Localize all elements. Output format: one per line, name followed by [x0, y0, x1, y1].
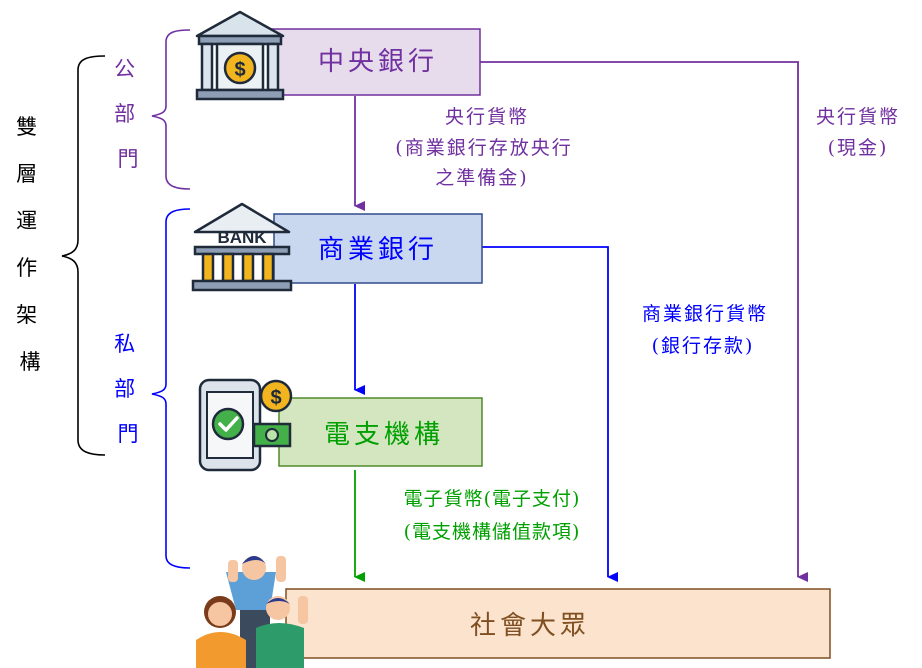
flow-cb-public-line2: (現金) [828, 137, 889, 159]
outer-title-char-4: 作 [16, 256, 37, 280]
arrow-bank-to-public [482, 246, 618, 582]
public-brace [151, 29, 191, 190]
flow-epay-public-line1: 電子貨幣(電子支付) [404, 488, 581, 510]
private-sector-char-1: 私 [114, 332, 135, 356]
public-box [285, 588, 831, 659]
flow-cb-public-line1: 央行貨幣 [816, 106, 900, 128]
outer-title: 雙 層 運 作 架 構 [16, 115, 44, 374]
outer-title-char-3: 運 [16, 209, 37, 233]
outer-title-char-1: 雙 [16, 115, 37, 139]
commercial-bank-box [273, 213, 483, 284]
arrow-central-to-public [480, 61, 808, 582]
flow-label-central-to-bank: 央行貨幣 (商業銀行存放央行 之準備金) [395, 106, 572, 189]
mobile-payment-icon: $ [198, 378, 293, 472]
public-label: 社會大眾 [470, 611, 590, 641]
flow-bank-public-line2: (銀行存款) [652, 335, 755, 357]
private-sector-label: 私 部 門 [114, 332, 142, 446]
people-cheering-icon [196, 556, 308, 668]
epayment-box [278, 397, 483, 467]
public-sector-label: 公 部 門 [114, 57, 142, 171]
public-sector-char-3: 門 [118, 147, 139, 171]
bank-icon-text: BANK [217, 228, 267, 247]
outer-brace [61, 55, 106, 456]
outer-title-char-2: 層 [16, 162, 37, 186]
central-bank-label: 中央銀行 [318, 47, 438, 77]
outer-title-char-6: 構 [20, 350, 41, 374]
private-sector-char-2: 部 [114, 377, 135, 401]
epay-coin-symbol: $ [270, 387, 281, 409]
private-sector-char-3: 門 [118, 422, 139, 446]
private-brace [151, 208, 191, 569]
central-bank-coin-symbol: $ [234, 59, 245, 81]
flow-label-epay-to-public: 電子貨幣(電子支付) (電支機構儲值款項) [404, 488, 581, 543]
flow-epay-public-line2: (電支機構儲值款項) [404, 521, 581, 543]
central-bank-box [269, 28, 481, 96]
flow-bank-public-line1: 商業銀行貨幣 [642, 303, 768, 325]
public-sector-char-2: 部 [114, 102, 135, 126]
outer-title-char-5: 架 [16, 303, 37, 327]
public-sector-char-1: 公 [114, 57, 135, 81]
commercial-bank-label: 商業銀行 [318, 235, 438, 265]
bank-building-icon: BANK [191, 202, 293, 292]
flow-label-central-to-public: 央行貨幣 (現金) [816, 106, 900, 159]
epayment-label: 電支機構 [324, 420, 444, 450]
central-bank-icon: $ [195, 10, 285, 101]
flow-cb-bank-line1: 央行貨幣 [445, 106, 529, 128]
flow-label-bank-to-public: 商業銀行貨幣 (銀行存款) [642, 303, 768, 357]
flow-cb-bank-line2: (商業銀行存放央行 [395, 137, 572, 159]
flow-cb-bank-line3: 之準備金) [435, 167, 528, 189]
